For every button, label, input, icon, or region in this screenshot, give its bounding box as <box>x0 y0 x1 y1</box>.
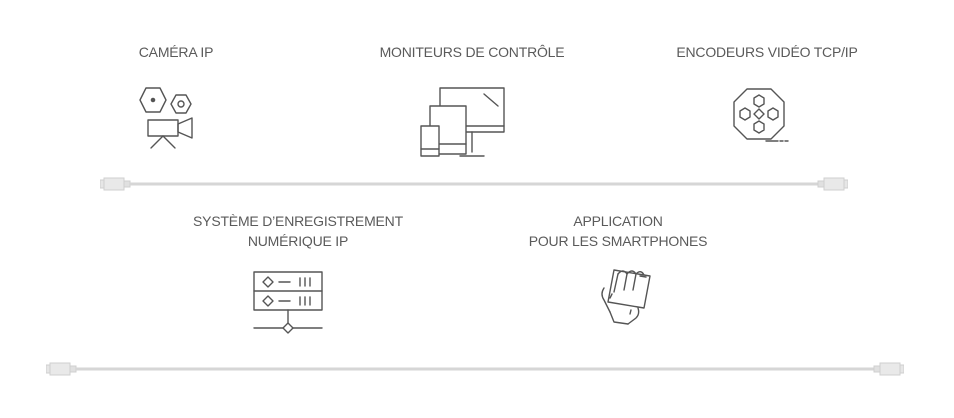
server-rack-icon <box>252 270 324 338</box>
label-ip-camera: CAMÉRA IP <box>138 44 214 60</box>
monitors-devices-icon <box>418 86 510 160</box>
hand-holding-phone-icon <box>598 264 658 328</box>
ip-camera-icon <box>134 84 204 154</box>
network-cable-top <box>100 177 848 191</box>
label-video-encoders: ENCODEURS VIDÉO TCP/IP <box>676 44 858 60</box>
network-cable-bottom <box>46 362 904 376</box>
video-encoder-reel-icon <box>728 86 792 152</box>
label-smartphone-app: APPLICATION POUR LES SMARTPHONES <box>528 213 708 249</box>
label-control-monitors: MONITEURS DE CONTRÔLE <box>379 44 565 60</box>
label-nvr: SYSTÈME D’ENREGISTREMENT NUMÉRIQUE IP <box>193 213 403 249</box>
